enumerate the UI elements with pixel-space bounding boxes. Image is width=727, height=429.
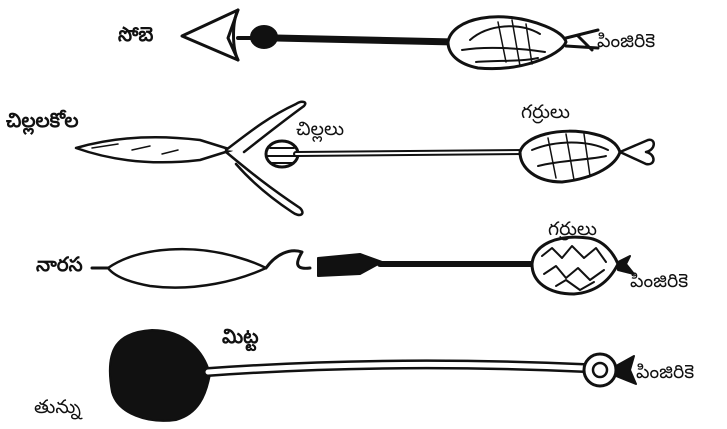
tunnu-nock bbox=[616, 356, 636, 384]
label-tunnu: తున్ను bbox=[34, 398, 81, 417]
label-narasa-end: పింజిరికె bbox=[630, 272, 688, 291]
label-tunnu-shaft: మిట్ట bbox=[222, 326, 259, 346]
narasa-socket bbox=[318, 254, 382, 276]
label-sobe-end: పింజిరికె bbox=[597, 32, 655, 51]
label-chillalakola-barbs: చిల్లలు bbox=[296, 120, 344, 139]
arrow-sobe bbox=[182, 10, 598, 69]
tunnu-blunt-head bbox=[110, 330, 210, 421]
label-tunnu-end: పింజిరికె bbox=[636, 363, 694, 382]
label-narasa-feather: గర్రులు bbox=[548, 220, 597, 239]
narasa-leaf-head bbox=[108, 249, 266, 287]
label-chillalakola: చిల్లలకోల bbox=[6, 110, 79, 130]
arrow-narasa bbox=[92, 237, 634, 294]
label-chillalakola-feather: గర్రులు bbox=[521, 103, 570, 122]
label-sobe: సోబె bbox=[118, 24, 153, 44]
arrow-tunnu bbox=[110, 330, 636, 421]
tunnu-ring bbox=[584, 354, 616, 386]
chillalakola-head bbox=[76, 137, 232, 162]
sobe-shaft bbox=[276, 38, 455, 42]
label-narasa: నారస bbox=[36, 254, 83, 274]
sobe-nock bbox=[566, 30, 598, 50]
sobe-arrowhead bbox=[182, 10, 238, 60]
chillalakola-nock bbox=[620, 140, 654, 164]
